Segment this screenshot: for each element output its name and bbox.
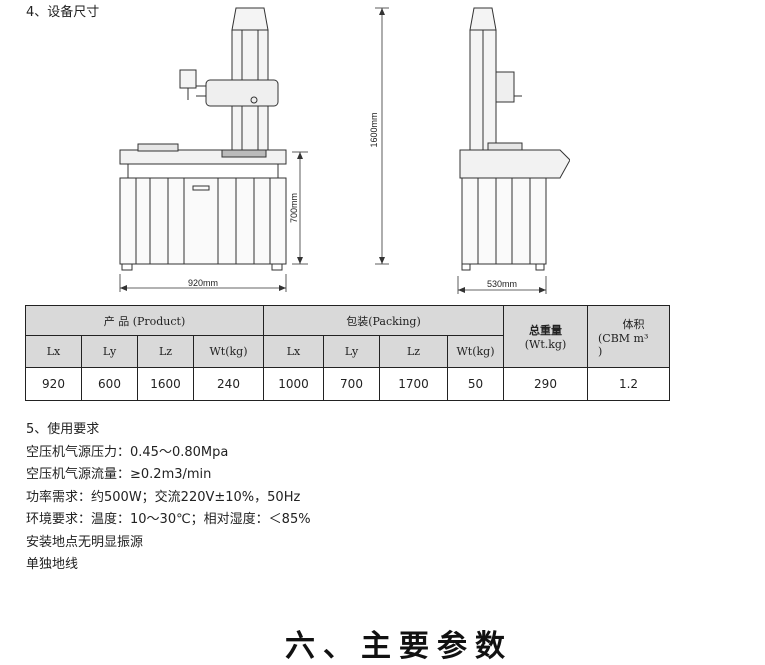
table-cell: 50 [447, 367, 504, 401]
volume-unit: (CBM m³ [598, 331, 649, 345]
table-cell: 290 [503, 367, 588, 401]
gross-weight-unit: (Wt.kg) [524, 338, 567, 351]
volume-unit-close: ) [598, 344, 603, 358]
gross-weight-header: 总重量 (Wt.kg) [503, 305, 588, 368]
section-4-title: 4、设备尺寸 [26, 5, 100, 20]
subheader-cell: Lz [137, 335, 194, 368]
subheader-cell: Lx [25, 335, 82, 368]
subheader-cell: Lz [379, 335, 448, 368]
section-5: 5、使用要求 空压机气源压力：0.45～0.80Mpa 空压机气源流量：≥0.2… [26, 419, 311, 577]
gross-weight-label: 总重量 [529, 324, 562, 337]
packing-group-header: 包装(Packing) [263, 305, 504, 336]
subheader-cell: Wt(kg) [193, 335, 264, 368]
volume-header: 体积 (CBM m³ ) [587, 305, 670, 368]
table-cell: 1000 [263, 367, 324, 401]
table-cell: 1.2 [587, 367, 670, 401]
subheader-cell: Ly [323, 335, 380, 368]
dim-height-label: 1600mm [369, 112, 379, 147]
requirement-line: 空压机气源流量：≥0.2m3/min [26, 467, 212, 482]
subheader-cell: Ly [81, 335, 138, 368]
dim-width-label: 920mm [188, 278, 218, 288]
requirement-line: 单独地线 [26, 557, 79, 572]
requirement-line: 环境要求：温度：10～30℃；相对湿度：＜85% [26, 512, 311, 527]
dim-depth-label: 530mm [487, 279, 517, 289]
volume-label: 体积 [622, 317, 645, 331]
table-cell: 1600 [137, 367, 194, 401]
spec-table: 产 品 (Product) 包装(Packing) 总重量 (Wt.kg) 体积… [25, 305, 670, 401]
section-5-title: 5、使用要求 [26, 422, 100, 437]
dim-table-height-label: 700mm [289, 193, 299, 223]
table-row: 920 600 1600 240 1000 700 1700 50 290 1.… [25, 367, 670, 401]
table-cell: 920 [25, 367, 82, 401]
table-cell: 700 [323, 367, 380, 401]
table-cell: 240 [193, 367, 264, 401]
product-group-header: 产 品 (Product) [25, 305, 264, 336]
table-cell: 1700 [379, 367, 448, 401]
table-cell: 600 [81, 367, 138, 401]
requirement-line: 功率需求：约500W；交流220V±10%，50Hz [26, 489, 301, 505]
next-section-heading: 六、主要参数 [285, 629, 513, 664]
requirement-line: 空压机气源压力：0.45～0.80Mpa [26, 444, 229, 460]
subheader-cell: Wt(kg) [447, 335, 504, 368]
subheader-cell: Lx [263, 335, 324, 368]
requirement-line: 安装地点无明显振源 [26, 534, 144, 550]
equipment-dimension-drawing: 1600mm 700mm 920mm 530mm [119, 7, 570, 294]
